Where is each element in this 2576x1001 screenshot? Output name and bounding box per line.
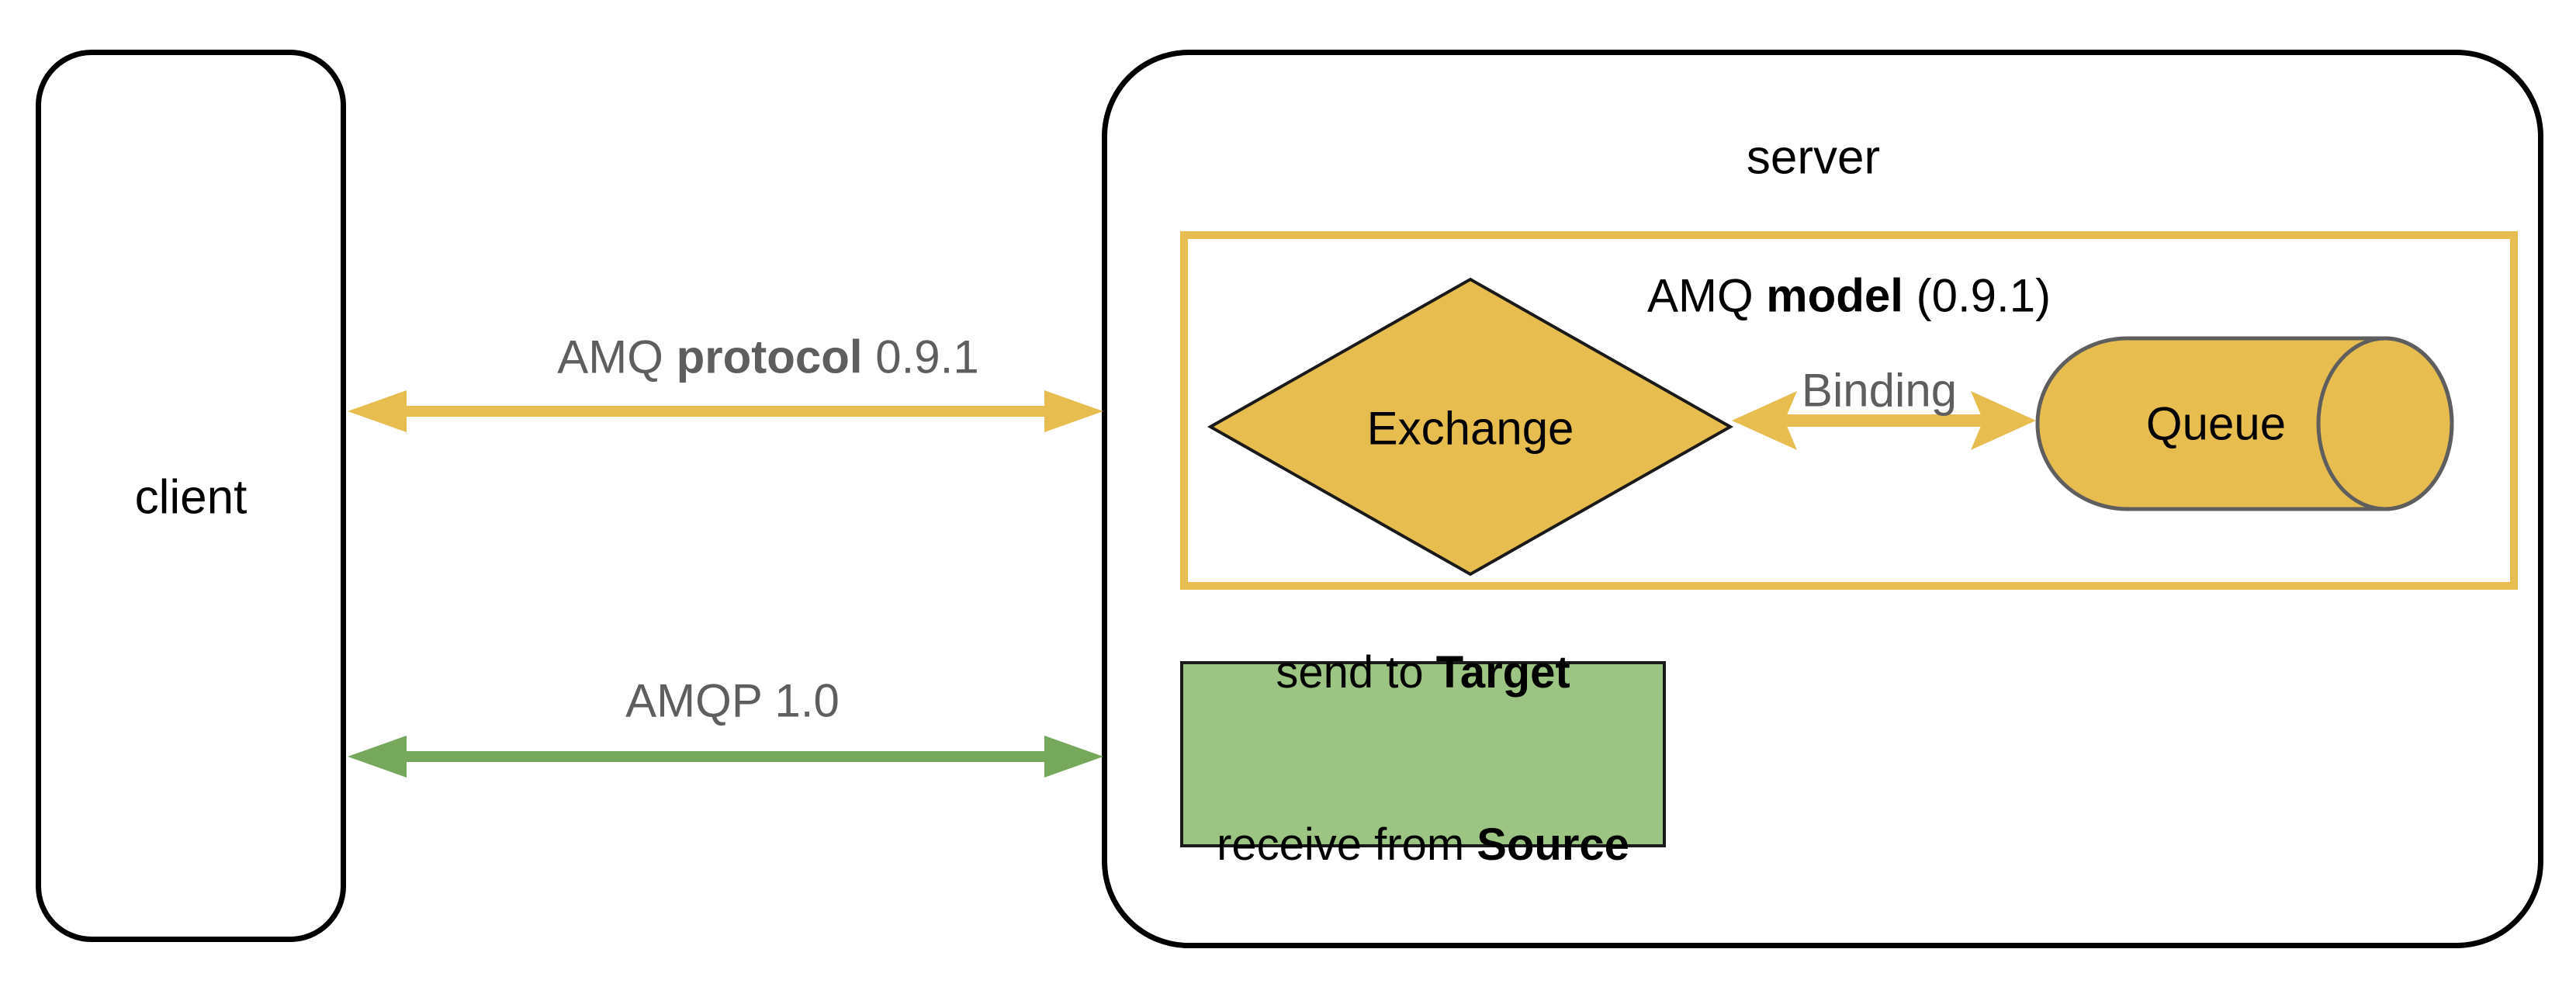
send-receive-line2: receive from Source — [1217, 816, 1629, 874]
send-receive-line1-prefix: send to — [1276, 647, 1436, 698]
exchange-diamond — [1207, 277, 1734, 577]
binding-arrow-shaft — [1780, 414, 1988, 427]
amqp-10-label: AMQP 1.0 — [625, 674, 840, 727]
send-receive-line1-bold: Target — [1435, 647, 1570, 698]
queue-cylinder — [2035, 336, 2454, 511]
send-receive-label: send to Target receive from Source — [1217, 529, 1629, 989]
server-box — [1102, 50, 2543, 948]
amq-protocol-label-prefix: AMQ — [557, 331, 677, 383]
amq-protocol-label: AMQ protocol 0.9.1 — [557, 331, 978, 383]
amq-protocol-label-bold: protocol — [676, 331, 863, 383]
send-receive-line2-bold: Source — [1477, 819, 1629, 870]
queue-label: Queue — [2145, 397, 2287, 450]
send-receive-line1: send to Target — [1217, 644, 1629, 701]
amq-model-label: AMQ model (0.9.1) — [1647, 269, 2051, 321]
server-label: server — [1746, 130, 1881, 185]
amq-protocol-arrow — [348, 390, 1103, 432]
binding-arrow — [1732, 391, 2036, 450]
binding-label: Binding — [1801, 364, 1958, 417]
amq-model-box — [1180, 231, 2518, 590]
amq-model-label-prefix: AMQ — [1646, 269, 1767, 322]
amq-protocol-label-suffix: 0.9.1 — [862, 331, 979, 383]
exchange-label: Exchange — [1366, 402, 1574, 455]
queue-cylinder-lid — [2316, 336, 2454, 511]
send-receive-box — [1180, 661, 1666, 847]
client-box — [36, 50, 346, 942]
amq-model-label-suffix: (0.9.1) — [1903, 269, 2051, 322]
amq-model-label-bold: model — [1766, 269, 1903, 322]
binding-arrowhead-left — [1732, 391, 1797, 450]
binding-arrowhead-right — [1971, 391, 2036, 450]
amqp-10-arrow — [348, 736, 1103, 778]
client-label: client — [134, 470, 248, 525]
send-receive-line2-prefix: receive from — [1217, 819, 1477, 870]
